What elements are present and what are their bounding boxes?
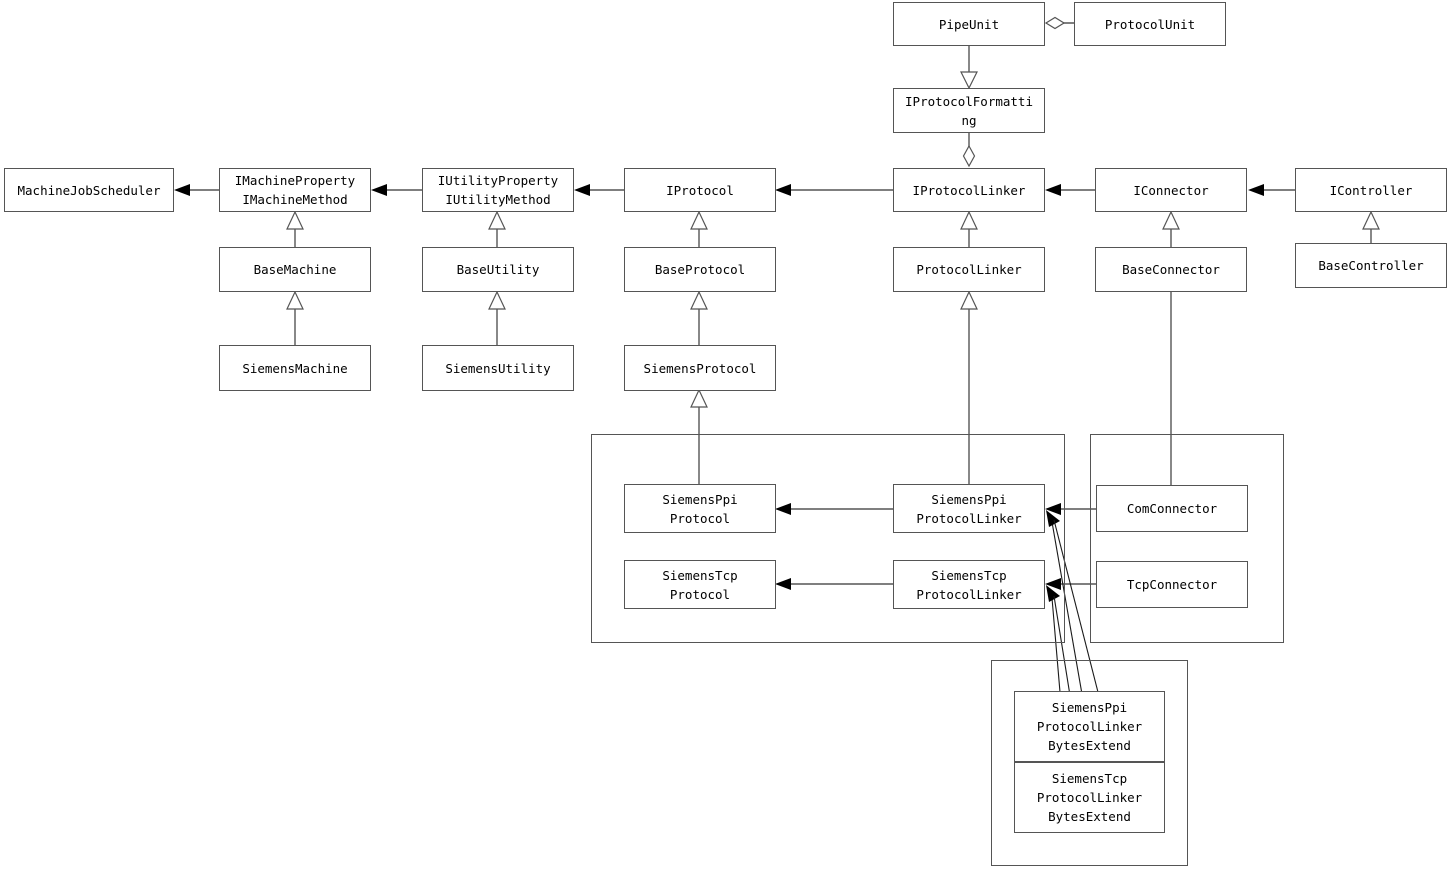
node-siemens-protocol[interactable]: SiemensProtocol	[624, 345, 776, 391]
node-siemens-ppi-protocol[interactable]: SiemensPpi Protocol	[624, 484, 776, 533]
node-siemens-tcp-protocol[interactable]: SiemensTcp Protocol	[624, 560, 776, 609]
node-iprotocol[interactable]: IProtocol	[624, 168, 776, 212]
node-siemens-ppi-protocol-linker[interactable]: SiemensPpi ProtocolLinker	[893, 484, 1045, 533]
node-iutility-property[interactable]: IUtilityProperty IUtilityMethod	[422, 168, 574, 212]
node-siemens-tcp-protocol-linker-bytes-extend[interactable]: SiemensTcp ProtocolLinker BytesExtend	[1014, 762, 1165, 833]
node-siemens-tcp-protocol-linker[interactable]: SiemensTcp ProtocolLinker	[893, 560, 1045, 609]
node-iprotocol-linker[interactable]: IProtocolLinker	[893, 168, 1045, 212]
group-siemens-protocol-linkers	[591, 434, 1065, 643]
node-base-connector[interactable]: BaseConnector	[1095, 247, 1247, 292]
group-bytes-extend	[991, 660, 1188, 866]
node-base-protocol[interactable]: BaseProtocol	[624, 247, 776, 292]
node-com-connector[interactable]: ComConnector	[1096, 485, 1248, 532]
node-siemens-machine[interactable]: SiemensMachine	[219, 345, 371, 391]
node-protocol-linker[interactable]: ProtocolLinker	[893, 247, 1045, 292]
node-base-controller[interactable]: BaseController	[1295, 243, 1447, 288]
node-base-utility[interactable]: BaseUtility	[422, 247, 574, 292]
node-siemens-ppi-protocol-linker-bytes-extend[interactable]: SiemensPpi ProtocolLinker BytesExtend	[1014, 691, 1165, 762]
node-icontroller[interactable]: IController	[1295, 168, 1447, 212]
node-iprotocol-formatting[interactable]: IProtocolFormatti ng	[893, 88, 1045, 133]
node-siemens-utility[interactable]: SiemensUtility	[422, 345, 574, 391]
node-pipe-unit[interactable]: PipeUnit	[893, 2, 1045, 46]
node-tcp-connector[interactable]: TcpConnector	[1096, 561, 1248, 608]
node-machine-job-scheduler[interactable]: MachineJobScheduler	[4, 168, 174, 212]
node-iconnector[interactable]: IConnector	[1095, 168, 1247, 212]
node-base-machine[interactable]: BaseMachine	[219, 247, 371, 292]
group-connectors	[1090, 434, 1284, 643]
node-protocol-unit[interactable]: ProtocolUnit	[1074, 2, 1226, 46]
node-imachine-property[interactable]: IMachineProperty IMachineMethod	[219, 168, 371, 212]
